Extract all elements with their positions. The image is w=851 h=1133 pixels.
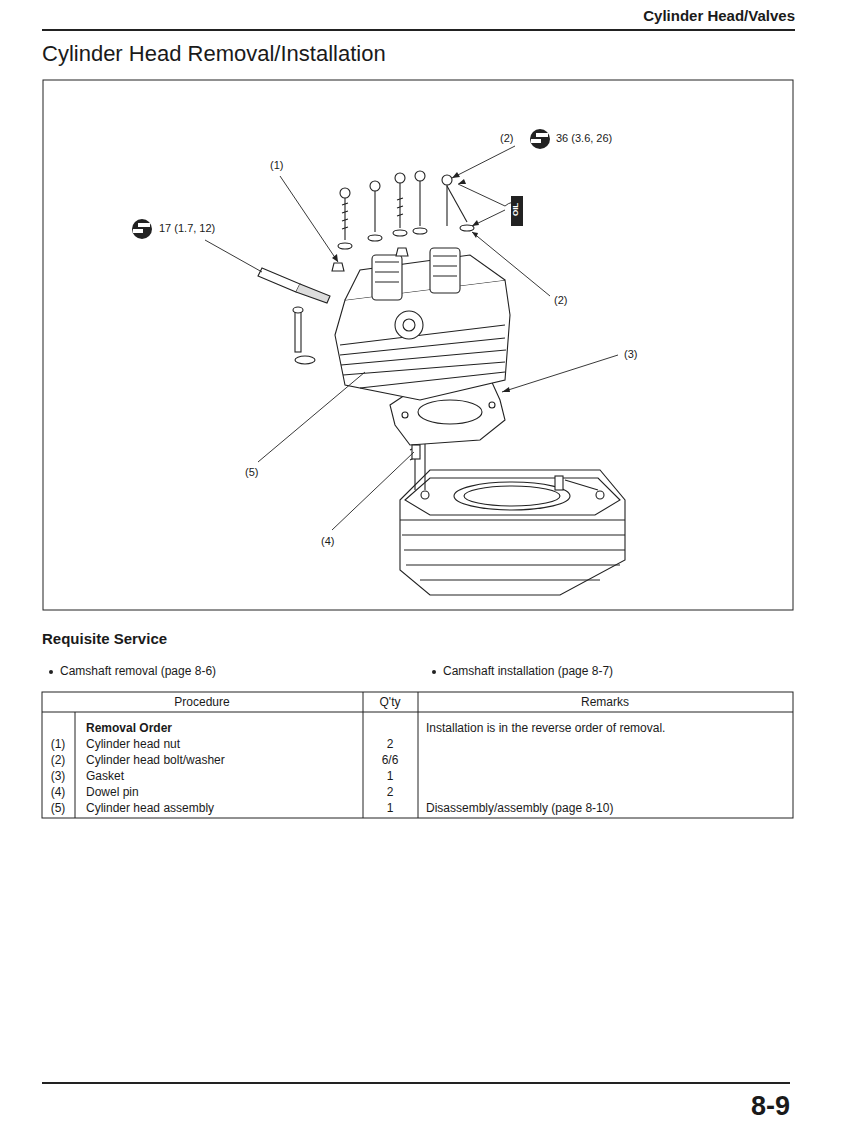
page-title: Cylinder Head Removal/Installation [42, 42, 386, 66]
callout-number: (5) [245, 466, 258, 478]
torque-value: 17 (1.7, 12) [159, 222, 215, 234]
callout-number: (2) [554, 294, 567, 306]
oil-icon-text: OIL [513, 203, 522, 216]
table-cell: (1) [51, 738, 66, 751]
table-cell: (5) [51, 802, 66, 815]
table-cell: 1 [387, 770, 394, 783]
table-cell: Disassembly/assembly (page 8-10) [426, 802, 613, 815]
bullet-item: Camshaft installation (page 8-7) [443, 665, 613, 678]
callout-number: (1) [270, 159, 283, 171]
table-cell: Cylinder head assembly [86, 802, 214, 815]
page-header: Cylinder Head/Valves [643, 8, 795, 25]
table-cell: 2 [387, 786, 394, 799]
table-header: Procedure [174, 696, 229, 709]
torque-value: 36 (3.6, 26) [556, 132, 612, 144]
callout-number: (3) [624, 348, 637, 360]
bullet-item: Camshaft removal (page 8-6) [60, 665, 216, 678]
page-number: 8-9 [751, 1092, 790, 1122]
table-cell: 2 [387, 738, 394, 751]
table-header: Q'ty [380, 696, 401, 709]
table-header: Remarks [581, 696, 629, 709]
table-cell: (4) [51, 786, 66, 799]
callout-number: (2) [500, 132, 513, 144]
table-cell: Dowel pin [86, 786, 139, 799]
table-cell: Installation is in the reverse order of … [426, 722, 665, 735]
table-cell: 1 [387, 802, 394, 815]
callout-number: (4) [321, 535, 334, 547]
section-heading: Requisite Service [42, 631, 167, 648]
table-cell: (2) [51, 754, 66, 767]
table-cell: (3) [51, 770, 66, 783]
table-cell: 6/6 [382, 754, 399, 767]
table-cell: Cylinder head bolt/washer [86, 754, 225, 767]
table-cell: Gasket [86, 770, 124, 783]
table-cell: Removal Order [86, 722, 172, 735]
table-cell: Cylinder head nut [86, 738, 180, 751]
